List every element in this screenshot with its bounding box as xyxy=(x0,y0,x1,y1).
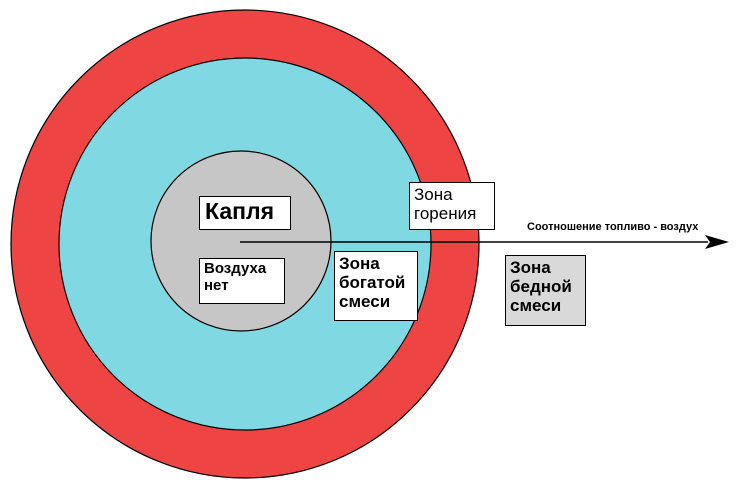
no-air-label-line-2: нет xyxy=(204,276,229,294)
lean-mixture-zone-label: Зона бедной смеси xyxy=(505,255,586,326)
rich-mixture-zone-label-line-1: Зона xyxy=(339,254,380,273)
combustion-zone-label-line-2: горения xyxy=(414,204,477,224)
lean-mixture-zone-label-line-1: Зона xyxy=(510,258,551,277)
drop-zone xyxy=(150,150,332,332)
lean-mixture-zone-label-line-2: бедной xyxy=(510,277,572,297)
combustion-zone-label-line-1: Зона xyxy=(414,185,453,204)
air-fuel-ratio-axis-label: Соотношение топливо - воздух xyxy=(527,221,699,233)
drop-label-text: Капля xyxy=(205,198,275,224)
lean-mixture-zone-label-line-3: смеси xyxy=(510,296,562,316)
rich-mixture-zone-label: Зона богатой смеси xyxy=(334,251,418,321)
combustion-zone-label: Зона горения xyxy=(409,182,495,230)
drop-label: Капля xyxy=(199,196,291,230)
rich-mixture-zone-label-line-3: смеси xyxy=(339,292,391,312)
no-air-label-line-1: Воздуха xyxy=(204,260,267,277)
axis-arrow-icon xyxy=(705,235,729,249)
no-air-label: Воздуха нет xyxy=(199,258,285,304)
rich-mixture-zone-label-line-2: богатой xyxy=(339,273,406,293)
